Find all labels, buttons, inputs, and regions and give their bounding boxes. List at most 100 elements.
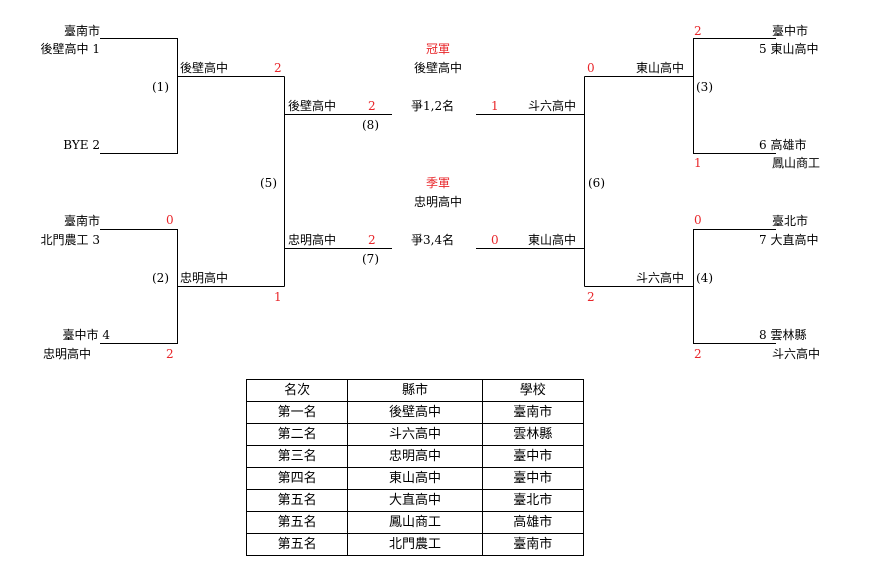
m4-top-school-name: 大直高中 — [770, 233, 819, 247]
m3-bot-city-name: 高雄市 — [770, 138, 807, 152]
m5-number: (5) — [260, 176, 277, 190]
school-cell: 北門農工 — [347, 533, 483, 556]
match-2-lines — [100, 229, 178, 344]
m1-number: (1) — [152, 80, 169, 94]
match-3-lines — [693, 38, 776, 154]
m2-top-score: 0 — [166, 213, 174, 227]
champion-school: 後壁高中 — [413, 61, 462, 75]
table-row: 第四名東山高中臺中市 — [245, 467, 585, 490]
ranking-header-row: 名次 縣市 學校 — [245, 379, 585, 402]
m3-bot-score: 1 — [694, 156, 702, 170]
m1-bye-label: BYE — [63, 138, 89, 152]
header-rank: 名次 — [245, 379, 349, 402]
m3-top-school: 5 東山高中 — [759, 42, 818, 56]
rank-cell: 第三名 — [245, 445, 349, 468]
m4-bot-city-name: 雲林縣 — [770, 328, 807, 342]
rank-cell: 第五名 — [245, 511, 349, 534]
m1-top-seed: 1 — [92, 42, 100, 56]
city-cell: 臺中市 — [481, 445, 585, 468]
m2-number: (2) — [152, 271, 169, 285]
school-cell: 東山高中 — [347, 467, 483, 490]
m8-left-school: 後壁高中 — [288, 99, 337, 113]
m1-bye: BYE 2 — [63, 138, 100, 152]
m2-bot-score: 2 — [166, 347, 174, 361]
m2-bot-school: 忠明高中 — [43, 347, 92, 361]
third-title: 季軍 — [425, 176, 450, 190]
rank-cell: 第二名 — [245, 423, 349, 446]
m3-top-school-name: 東山高中 — [770, 42, 819, 56]
m4-number: (4) — [696, 271, 713, 285]
m7-label: 爭3,4名 — [411, 233, 455, 247]
m5-bot-school: 忠明高中 — [180, 271, 229, 285]
m3-bot-city: 6 高雄市 — [759, 138, 806, 152]
m4-top-school: 7 大直高中 — [759, 233, 818, 247]
m4-top-score: 0 — [694, 213, 702, 227]
m5-top-score: 2 — [274, 61, 282, 75]
third-school: 忠明高中 — [413, 195, 462, 209]
m4-top-city: 臺北市 — [772, 214, 809, 228]
city-cell: 臺中市 — [481, 467, 585, 490]
m4-bot-school: 斗六高中 — [772, 347, 821, 361]
city-cell: 臺南市 — [481, 401, 585, 424]
table-row: 第五名大直高中臺北市 — [245, 489, 585, 512]
m8-label: 爭1,2名 — [411, 99, 455, 113]
rank-cell: 第一名 — [245, 401, 349, 424]
table-row: 第一名後壁高中臺南市 — [245, 401, 585, 424]
m7-left-score: 2 — [368, 233, 376, 247]
rank-cell: 第四名 — [245, 467, 349, 490]
m1-bye-seed: 2 — [92, 138, 100, 152]
ranking-table: 名次 縣市 學校 第一名後壁高中臺南市 第二名斗六高中雲林縣 第三名忠明高中臺中… — [245, 379, 585, 556]
m7-number: (7) — [362, 252, 379, 266]
city-cell: 臺北市 — [481, 489, 585, 512]
table-row: 第三名忠明高中臺中市 — [245, 445, 585, 468]
m8-right-score: 1 — [491, 99, 499, 113]
m5-bot-score: 1 — [274, 290, 282, 304]
m8-left-score: 2 — [368, 99, 376, 113]
m2-bot-city: 臺中市 4 — [63, 328, 110, 342]
m3-bot-seed: 6 — [759, 138, 767, 152]
m3-bot-school: 鳳山商工 — [772, 156, 821, 170]
table-row: 第二名斗六高中雲林縣 — [245, 423, 585, 446]
m4-bot-city: 8 雲林縣 — [759, 328, 806, 342]
m2-bot-city-name: 臺中市 — [62, 328, 99, 342]
city-cell: 高雄市 — [481, 511, 585, 534]
m6-top-score: 0 — [587, 61, 595, 75]
table-row: 第五名北門農工臺南市 — [245, 533, 585, 556]
champion-title: 冠軍 — [425, 42, 450, 56]
match-1-lines — [100, 38, 178, 154]
header-city: 縣市 — [347, 379, 483, 402]
school-cell: 忠明高中 — [347, 445, 483, 468]
m6-top-school: 東山高中 — [636, 61, 685, 75]
table-row: 第五名鳳山商工高雄市 — [245, 511, 585, 534]
m4-top-seed: 7 — [759, 233, 767, 247]
m5-top-school: 後壁高中 — [180, 61, 229, 75]
school-cell: 鳳山商工 — [347, 511, 483, 534]
m2-top-school: 北門農工 3 — [41, 233, 100, 247]
rank-cell: 第五名 — [245, 489, 349, 512]
m8-right-school: 斗六高中 — [528, 99, 577, 113]
m6-bot-score: 2 — [587, 290, 595, 304]
header-school: 學校 — [481, 379, 585, 402]
m2-top-city: 臺南市 — [63, 214, 100, 228]
city-cell: 臺南市 — [481, 533, 585, 556]
m2-top-seed: 3 — [92, 233, 100, 247]
school-cell: 斗六高中 — [347, 423, 483, 446]
m6-number: (6) — [588, 176, 605, 190]
rank-cell: 第五名 — [245, 533, 349, 556]
m6-bot-school: 斗六高中 — [636, 271, 685, 285]
m7-left-school: 忠明高中 — [288, 233, 337, 247]
m1-top-city: 臺南市 — [63, 24, 100, 38]
m3-top-city: 臺中市 — [772, 24, 809, 38]
m4-bot-seed: 8 — [759, 328, 767, 342]
school-cell: 後壁高中 — [347, 401, 483, 424]
m2-bot-seed: 4 — [102, 328, 110, 342]
m3-number: (3) — [696, 80, 713, 94]
m3-top-seed: 5 — [759, 42, 767, 56]
m3-top-score: 2 — [694, 24, 702, 38]
m1-top-school-name: 後壁高中 — [40, 42, 89, 56]
m7-right-score: 0 — [491, 233, 499, 247]
city-cell: 雲林縣 — [481, 423, 585, 446]
m2-top-school-name: 北門農工 — [40, 233, 89, 247]
school-cell: 大直高中 — [347, 489, 483, 512]
m4-bot-score: 2 — [694, 347, 702, 361]
